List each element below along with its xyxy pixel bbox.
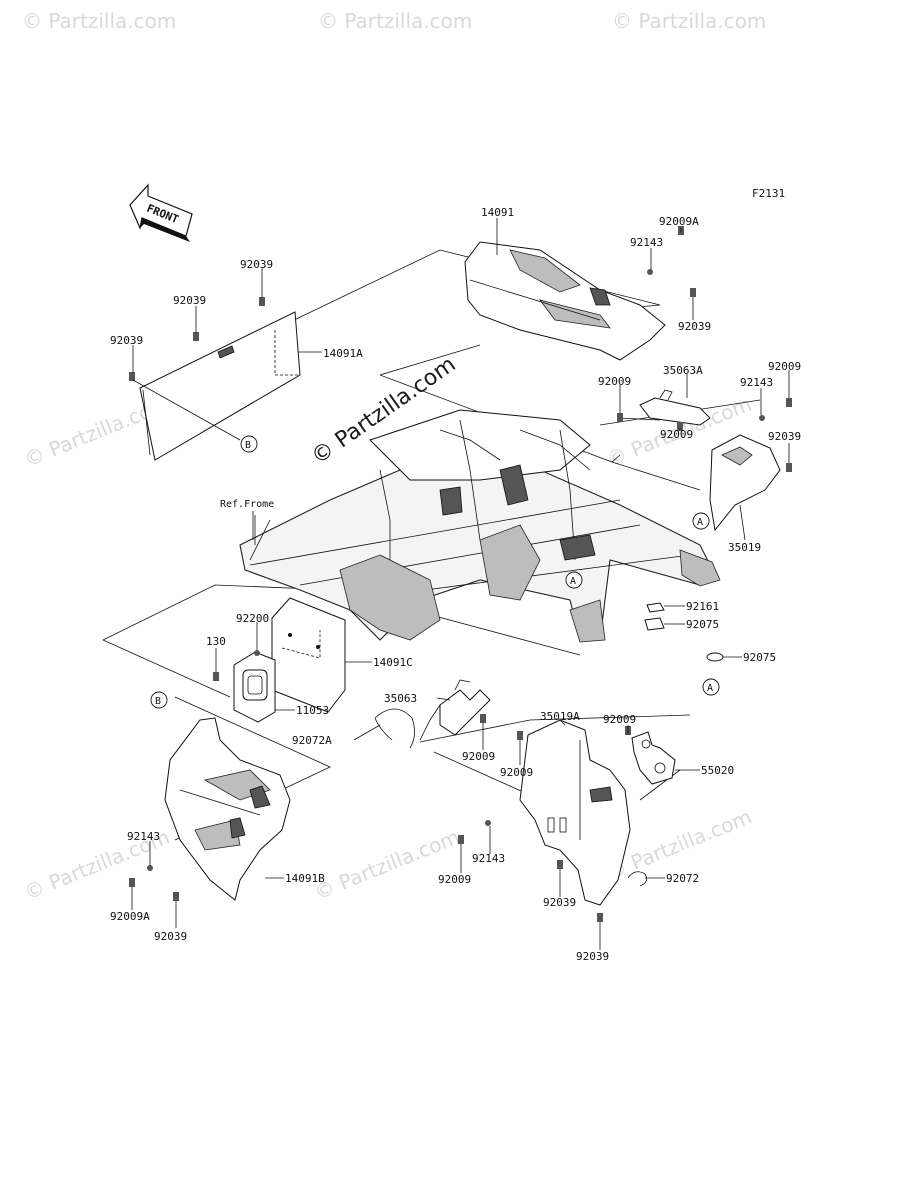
- label-92009: 92009: [598, 375, 631, 388]
- part-11053-plate: [233, 651, 276, 723]
- label-92009: 92009: [462, 750, 495, 763]
- label-92039: 92039: [768, 430, 801, 443]
- front-arrow-icon: FRONT: [129, 183, 193, 242]
- label-92039: 92039: [240, 258, 273, 271]
- callout-circle-b: [150, 691, 168, 709]
- label-14091C: 14091C: [373, 656, 413, 669]
- label-92143: 92143: [630, 236, 663, 249]
- label-92072: 92072: [666, 872, 699, 885]
- label-55020: 55020: [701, 764, 734, 777]
- label-92039: 92039: [173, 294, 206, 307]
- callout-circle-b: [240, 435, 258, 453]
- label-92200: 92200: [236, 612, 269, 625]
- label-92039: 92039: [110, 334, 143, 347]
- label-92009: 92009: [768, 360, 801, 373]
- label-92072A: 92072A: [292, 734, 332, 747]
- label-92009: 92009: [500, 766, 533, 779]
- label-92009A: 92009A: [659, 215, 699, 228]
- part-35063A-bracket: [617, 389, 711, 426]
- label-92075: 92075: [743, 651, 776, 664]
- watermark: © Partzilla.com: [612, 9, 766, 33]
- watermark: © Partzilla.com: [311, 825, 463, 905]
- label-92009A: 92009A: [110, 910, 150, 923]
- label-92009: 92009: [660, 428, 693, 441]
- label-92143: 92143: [740, 376, 773, 389]
- ref-label: Ref.Frome: [220, 499, 274, 510]
- callout-label-a: A: [570, 576, 576, 587]
- watermark: © Partzilla.com: [318, 9, 472, 33]
- label-14091: 14091: [481, 206, 514, 219]
- label-92039: 92039: [678, 320, 711, 333]
- part-14091C-plate: [271, 597, 346, 713]
- part-35063-bracket: [419, 679, 491, 741]
- label-92039: 92039: [576, 950, 609, 963]
- label-92143: 92143: [472, 852, 505, 865]
- part-14091B-cover: [164, 717, 291, 901]
- label-35063: 35063: [384, 692, 417, 705]
- watermark: © Partzilla.com: [22, 9, 176, 33]
- label-92161: 92161: [686, 600, 719, 613]
- part-92072A-strap: [374, 708, 415, 749]
- callout-label-a: A: [697, 517, 703, 528]
- callout-label-a: A: [707, 683, 713, 694]
- callout-circle-a: [702, 678, 720, 696]
- label-92143: 92143: [127, 830, 160, 843]
- part-92072-clip: [627, 871, 648, 887]
- figure-id: F2131: [752, 187, 785, 200]
- callout-circles: B A A A B: [150, 435, 720, 709]
- callout-circle-a: [565, 571, 583, 589]
- main-frame: [239, 409, 721, 643]
- part-35019-fender: [709, 434, 781, 532]
- label-130: 130: [206, 635, 226, 648]
- label-92075: 92075: [686, 618, 719, 631]
- label-92039: 92039: [543, 896, 576, 909]
- leader-lines: [131, 218, 790, 950]
- label-35063A: 35063A: [663, 364, 703, 377]
- label-11053: 11053: [296, 704, 329, 717]
- label-35019A: 35019A: [540, 710, 580, 723]
- callout-label-b: B: [155, 696, 161, 707]
- part-35019A-guard: [519, 719, 631, 906]
- label-14091B: 14091B: [285, 872, 325, 885]
- label-35019: 35019: [728, 541, 761, 554]
- label-92039: 92039: [154, 930, 187, 943]
- callout-circle-a: [692, 512, 710, 530]
- part-14091A-panel: [139, 311, 301, 461]
- label-92009: 92009: [603, 713, 636, 726]
- part-55020-bracket: [631, 731, 676, 785]
- part-92075-grommets: [644, 602, 724, 662]
- label-14091A: 14091A: [323, 347, 363, 360]
- part-labels: 14091 92009A 92143 92039 92039 92039 920…: [110, 206, 801, 963]
- label-92009: 92009: [438, 873, 471, 886]
- part-14091-cover: [464, 241, 666, 361]
- callout-label-b: B: [245, 440, 251, 451]
